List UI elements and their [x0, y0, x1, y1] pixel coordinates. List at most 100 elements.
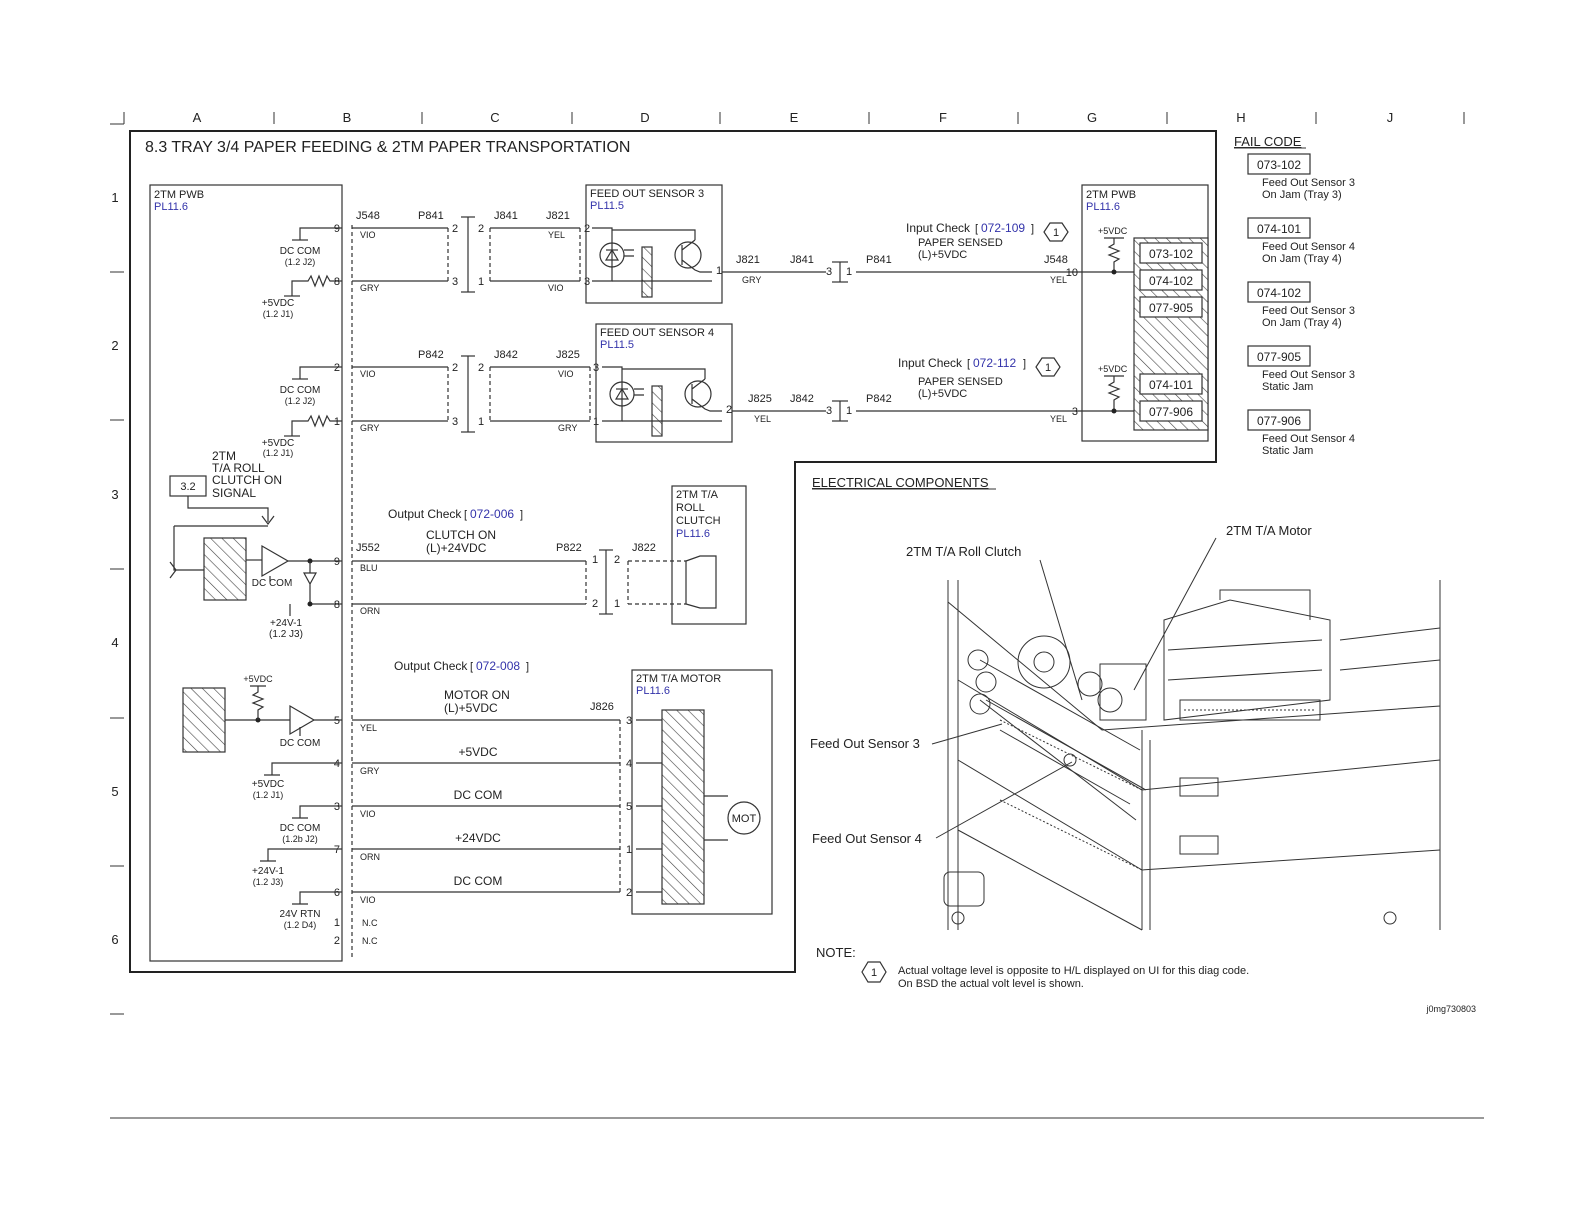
- svg-text:1: 1: [478, 416, 484, 428]
- grid-row: 4: [111, 635, 118, 650]
- fail-code[interactable]: 077-906: [1257, 414, 1301, 428]
- svg-text:GRY: GRY: [360, 283, 379, 293]
- input-check-code-072-109[interactable]: 072-109: [981, 221, 1025, 235]
- svg-text:J841: J841: [790, 254, 814, 266]
- svg-text:On Jam (Tray 4): On Jam (Tray 4): [1262, 253, 1342, 265]
- svg-text:8: 8: [334, 599, 340, 611]
- svg-text:1: 1: [478, 276, 484, 288]
- fail-code-panel: FAIL CODE 073-102 Feed Out Sensor 3 On J…: [1234, 134, 1355, 457]
- svg-text:ELECTRICAL COMPONENTS: ELECTRICAL COMPONENTS: [812, 475, 989, 490]
- svg-text:[: [: [975, 223, 978, 235]
- left-pwb-name: 2TM PWB: [154, 189, 204, 201]
- svg-text:Actual voltage level is opposi: Actual voltage level is opposite to H/L …: [898, 965, 1249, 977]
- svg-text:FEED OUT SENSOR 4: FEED OUT SENSOR 4: [600, 327, 714, 339]
- svg-text:2: 2: [626, 887, 632, 899]
- grid-col: G: [1087, 110, 1097, 125]
- svg-text:YEL: YEL: [1050, 275, 1067, 285]
- svg-text:GRY: GRY: [360, 423, 379, 433]
- svg-text:N.C: N.C: [362, 918, 378, 928]
- svg-text:3: 3: [452, 416, 458, 428]
- page-title: 8.3 TRAY 3/4 PAPER FEEDING & 2TM PAPER T…: [145, 139, 630, 156]
- svg-text:J548: J548: [356, 210, 380, 222]
- note: NOTE: 1 Actual voltage level is opposite…: [816, 945, 1249, 990]
- fail-code[interactable]: 074-101: [1257, 222, 1301, 236]
- svg-text:]: ]: [526, 661, 529, 673]
- svg-text:YEL: YEL: [1050, 414, 1067, 424]
- svg-text:074-101: 074-101: [1149, 378, 1193, 392]
- label-ta-motor: 2TM T/A Motor: [1226, 523, 1312, 538]
- svg-text:2TM T/A: 2TM T/A: [676, 489, 719, 501]
- svg-text:ROLL: ROLL: [676, 502, 705, 514]
- svg-text:1: 1: [846, 266, 852, 278]
- grid-row: 1: [111, 190, 118, 205]
- svg-text:1: 1: [846, 405, 852, 417]
- svg-text:P842: P842: [418, 349, 444, 361]
- svg-text:2: 2: [478, 223, 484, 235]
- svg-text:DC COM: DC COM: [280, 823, 321, 834]
- fail-code[interactable]: 077-905: [1257, 350, 1301, 364]
- svg-text:1: 1: [334, 917, 340, 929]
- fail-code[interactable]: 073-102: [1257, 158, 1301, 172]
- svg-text:+5VDC: +5VDC: [1098, 226, 1128, 236]
- svg-text:(L)+5VDC: (L)+5VDC: [918, 249, 967, 261]
- svg-text:(1.2b J2): (1.2b J2): [282, 834, 318, 844]
- svg-text:J842: J842: [790, 393, 814, 405]
- svg-text:(L)+24VDC: (L)+24VDC: [426, 541, 487, 555]
- svg-text:(L)+5VDC: (L)+5VDC: [918, 388, 967, 400]
- svg-text:PL11.6: PL11.6: [1086, 201, 1120, 213]
- svg-text:4: 4: [334, 758, 340, 770]
- svg-text:2: 2: [452, 362, 458, 374]
- grid-row: 5: [111, 784, 118, 799]
- svg-text:+5VDC: +5VDC: [1098, 364, 1128, 374]
- output-check-code-072-008[interactable]: 072-008: [476, 659, 520, 673]
- svg-text:3.2: 3.2: [180, 481, 195, 493]
- svg-text:PL11.5: PL11.5: [590, 200, 624, 212]
- svg-text:VIO: VIO: [360, 809, 376, 819]
- svg-text:+5VDC: +5VDC: [458, 745, 497, 759]
- diagram-frame: [129, 130, 1217, 973]
- svg-text:T/A ROLL: T/A ROLL: [212, 461, 265, 475]
- svg-text:DC COM: DC COM: [280, 738, 321, 749]
- svg-text:2: 2: [334, 935, 340, 947]
- svg-text:PL11.5: PL11.5: [600, 339, 634, 351]
- svg-text:(1.2 D4): (1.2 D4): [284, 920, 317, 930]
- svg-text:]: ]: [1031, 223, 1034, 235]
- svg-text:2: 2: [592, 598, 598, 610]
- svg-text:(1.2 J2): (1.2 J2): [285, 396, 316, 406]
- svg-text:10: 10: [1066, 267, 1078, 279]
- svg-text:9: 9: [334, 556, 340, 568]
- clutch-circuit: 3.2 2TM T/A ROLL CLUTCH ON SIGNAL DC COM…: [169, 449, 747, 640]
- svg-text:3: 3: [584, 276, 590, 288]
- left-pwb-ref: PL11.6: [154, 201, 188, 213]
- svg-text:DC COM: DC COM: [280, 246, 321, 257]
- svg-text:2: 2: [726, 404, 732, 416]
- svg-text:8: 8: [334, 276, 340, 288]
- svg-text:2TM PWB: 2TM PWB: [1086, 189, 1136, 201]
- output-check-code-072-006[interactable]: 072-006: [470, 507, 514, 521]
- svg-text:5: 5: [334, 715, 340, 727]
- svg-text:J841: J841: [494, 210, 518, 222]
- svg-text:VIO: VIO: [360, 230, 376, 240]
- svg-text:On Jam (Tray 3): On Jam (Tray 3): [1262, 189, 1342, 201]
- svg-text:[: [: [967, 358, 970, 370]
- svg-text:+5VDC: +5VDC: [262, 438, 295, 449]
- grid-col: E: [790, 110, 799, 125]
- svg-text:5: 5: [626, 801, 632, 813]
- grid-col: D: [640, 110, 649, 125]
- svg-text:Feed Out Sensor 3: Feed Out Sensor 3: [1262, 369, 1355, 381]
- svg-text:(1.2 J1): (1.2 J1): [263, 448, 294, 458]
- svg-text:7: 7: [334, 844, 340, 856]
- svg-text:1: 1: [592, 554, 598, 566]
- input-check-code-072-112[interactable]: 072-112: [973, 356, 1016, 370]
- svg-text:J821: J821: [546, 210, 570, 222]
- svg-text:+5VDC: +5VDC: [243, 674, 273, 684]
- svg-text:N.C: N.C: [362, 936, 378, 946]
- electrical-components: ELECTRICAL COMPONENTS 2TM T/A Roll Clutc…: [810, 475, 1441, 931]
- svg-text:Output Check: Output Check: [394, 659, 468, 673]
- svg-text:J825: J825: [748, 393, 772, 405]
- svg-text:Feed Out Sensor 4: Feed Out Sensor 4: [1262, 433, 1355, 445]
- svg-text:Feed Out Sensor 3: Feed Out Sensor 3: [1262, 177, 1355, 189]
- svg-text:1: 1: [1053, 227, 1059, 239]
- roll-clutch: [671, 485, 747, 625]
- fail-code[interactable]: 074-102: [1257, 286, 1301, 300]
